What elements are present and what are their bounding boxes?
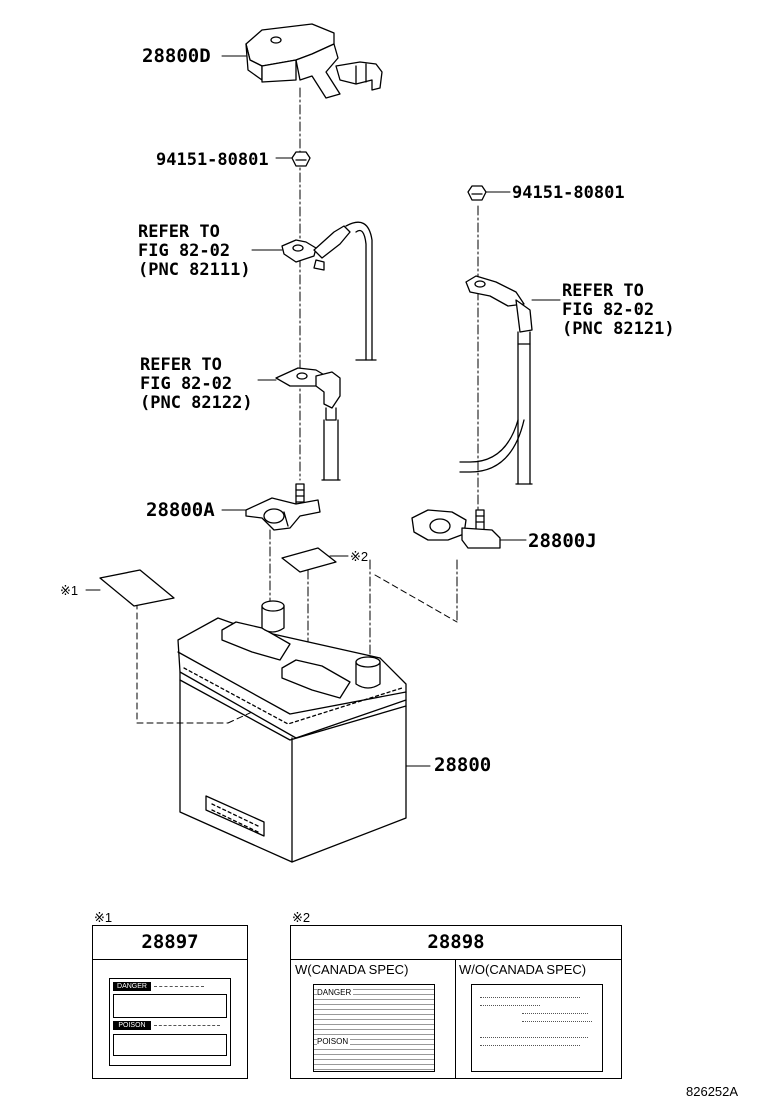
label-refer2-line1: REFER TO (140, 355, 222, 375)
label-refer1-line2: FIG 82-02 (138, 241, 231, 261)
battery-28800 (177, 600, 407, 863)
label-clamp-left: 28800A (146, 499, 215, 521)
nut-left (291, 151, 311, 167)
label-refer3-line1: REFER TO (562, 281, 644, 301)
legend2-text-line (480, 997, 580, 998)
legend1-poison-area (113, 1034, 227, 1056)
label-refer2-line3: (PNC 82122) (140, 393, 253, 413)
legend-box-28898: 28898 W(CANADA SPEC) W/O(CANADA SPEC) DA… (290, 925, 622, 1079)
figure-id: 826252A (686, 1084, 739, 1099)
legend1-part-number: 28897 (93, 926, 247, 960)
legend1-label-card: DANGER POISON (109, 978, 231, 1066)
label-nut-right: 94151-80801 (512, 183, 625, 203)
label-nut-left: 94151-80801 (156, 150, 269, 170)
legend2-text-line (480, 1045, 580, 1046)
nut-right (467, 185, 487, 201)
legend2-col1-heading: W(CANADA SPEC) (295, 962, 409, 977)
label-refer1-line3: (PNC 82111) (138, 260, 251, 280)
legend2-non-canada-label (471, 984, 603, 1072)
legend2-canada-danger: DANGER (317, 988, 354, 997)
legend2-text-line (480, 1037, 588, 1038)
cable-82111 (281, 221, 377, 361)
legend1-danger-rule (154, 986, 204, 987)
clamp-28800A (245, 483, 321, 531)
legend1-poison-text: POISON (118, 1022, 146, 1029)
legend1-poison-rule (154, 1025, 220, 1026)
legend1-danger-area (113, 994, 227, 1018)
legend2-canada-label: DANGER POISON (313, 984, 435, 1072)
clamp-28800J (411, 509, 501, 549)
legend1-danger-bar: DANGER (113, 982, 151, 991)
legend1-mark: ※1 (94, 910, 113, 925)
cable-82122 (275, 367, 341, 481)
sticker-1 (99, 569, 175, 607)
legend2-part-number: 28898 (291, 926, 621, 960)
legend2-mark: ※2 (292, 910, 311, 925)
legend2-text-line (522, 1021, 592, 1022)
legend2-text-line (522, 1013, 588, 1014)
label-refer1-line1: REFER TO (138, 222, 220, 242)
legend2-text-line (480, 1005, 540, 1006)
legend2-canada-poison: POISON (317, 1037, 351, 1046)
label-clamp-right: 28800J (528, 530, 597, 552)
cable-82121 (459, 275, 533, 485)
legend-box-28897: 28897 DANGER POISON (92, 925, 248, 1079)
legend1-poison-bar: POISON (113, 1021, 151, 1030)
label-cover: 28800D (142, 45, 211, 67)
legend2-col2-heading: W/O(CANADA SPEC) (459, 962, 587, 977)
label-note1: ※1 (60, 583, 79, 598)
label-battery: 28800 (434, 754, 492, 776)
sticker-2 (281, 547, 337, 573)
legend2-divider (455, 959, 456, 1078)
label-note2: ※2 (350, 549, 369, 564)
label-refer2-line2: FIG 82-02 (140, 374, 233, 394)
terminal-cover-28800D (245, 23, 383, 99)
legend1-danger-text: DANGER (117, 983, 147, 990)
label-refer3-line2: FIG 82-02 (562, 300, 655, 320)
label-refer3-line3: (PNC 82121) (562, 319, 675, 339)
